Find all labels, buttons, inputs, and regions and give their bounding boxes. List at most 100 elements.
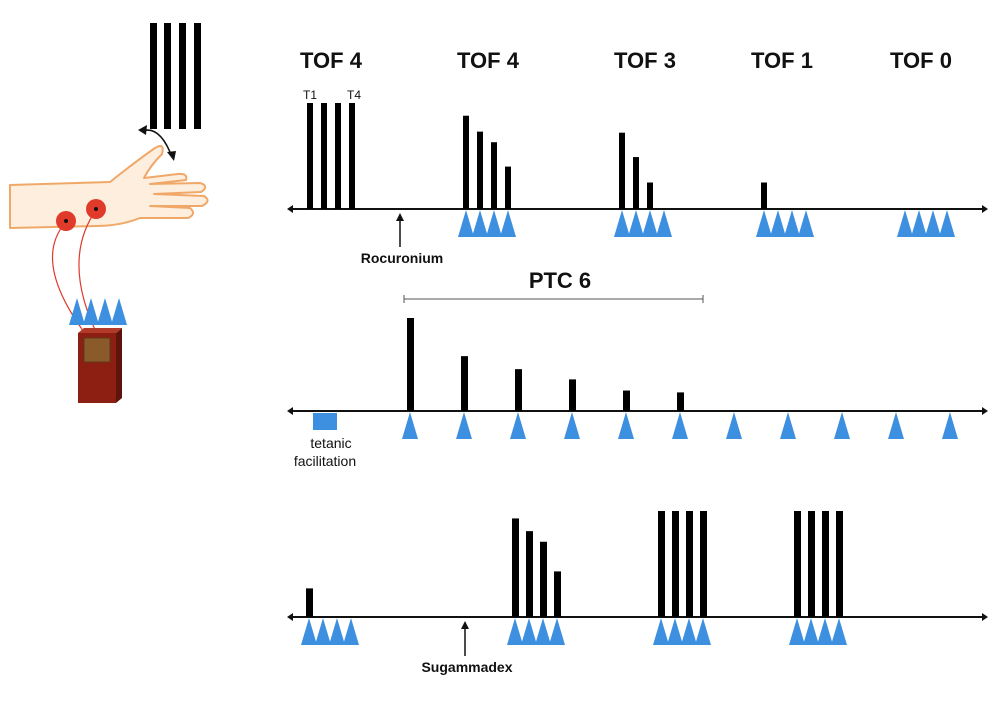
row-3-twitch-bars bbox=[306, 511, 843, 617]
row-2-twitch-bar-4 bbox=[569, 379, 576, 411]
row-3-group-1-stimulus-3 bbox=[329, 618, 345, 645]
row-3-stimuli bbox=[301, 618, 847, 645]
row-3-group-1-twitch-bar-1 bbox=[306, 588, 313, 617]
rocuronium-label: Rocuronium bbox=[361, 250, 443, 266]
row-2-stimulus-9 bbox=[834, 412, 850, 439]
row-3-group-4-twitch-bar-3 bbox=[822, 511, 829, 617]
tetanic-stimulus-block bbox=[313, 413, 337, 430]
row-2-stimulus-7 bbox=[726, 412, 742, 439]
sugammadex-label: Sugammadex bbox=[421, 659, 512, 675]
row-1-group-1-twitch-bar-4 bbox=[349, 103, 355, 209]
row-3-group-4-stimulus-4 bbox=[831, 618, 847, 645]
ptc-bracket bbox=[403, 295, 704, 303]
tof-label-2: TOF 4 bbox=[457, 48, 520, 73]
row-3-reversal: Sugammadex bbox=[287, 511, 988, 675]
row-1-train-of-four: TOF 4 TOF 4 TOF 3 TOF 1 TOF 0 T1 T4 Rocu… bbox=[287, 48, 988, 266]
nerve-stimulator-icon bbox=[78, 328, 122, 403]
row-2-twitch-bar-3 bbox=[515, 369, 522, 411]
row-3-group-3-twitch-bar-1 bbox=[658, 511, 665, 617]
row-3-group-4-stimulus-3 bbox=[817, 618, 833, 645]
row-2-post-tetanic-count: PTC 6 tetanic facilitation bbox=[287, 268, 988, 469]
row-3-group-2-twitch-bar-3 bbox=[540, 541, 547, 617]
row-1-group-1-twitch-bar-2 bbox=[321, 103, 327, 209]
row-1-group-2-stimulus-3 bbox=[486, 210, 502, 237]
row-1-group-2-twitch-bar-3 bbox=[491, 142, 497, 209]
row-3-group-2-twitch-bar-4 bbox=[554, 571, 561, 617]
row-1-group-2-twitch-bar-1 bbox=[463, 115, 469, 209]
row-1-group-4-twitch-bar-1 bbox=[761, 182, 767, 209]
tof-label-3: TOF 3 bbox=[614, 48, 676, 73]
row-1-group-2-stimulus-4 bbox=[500, 210, 516, 237]
row-1-group-5-stimulus-3 bbox=[925, 210, 941, 237]
row-3-group-4-stimulus-1 bbox=[789, 618, 805, 645]
device-stimulus-icon bbox=[69, 298, 127, 325]
row-3-group-4-twitch-bar-2 bbox=[808, 511, 815, 617]
row-3-group-3-stimulus-2 bbox=[667, 618, 683, 645]
t4-label: T4 bbox=[347, 88, 361, 102]
row-2-twitch-bar-1 bbox=[407, 318, 414, 411]
row-1-stimuli bbox=[458, 210, 955, 237]
row-3-group-2-stimulus-2 bbox=[521, 618, 537, 645]
row-3-group-3-twitch-bar-4 bbox=[700, 511, 707, 617]
row-3-group-3-stimulus-3 bbox=[681, 618, 697, 645]
twitch-bars-icon bbox=[150, 23, 201, 129]
row-2-stimulus-8 bbox=[780, 412, 796, 439]
row-2-twitch-bars bbox=[407, 318, 684, 411]
row-3-group-3-stimulus-4 bbox=[695, 618, 711, 645]
row-2-stimulus-2 bbox=[456, 412, 472, 439]
row-3-group-4-stimulus-2 bbox=[803, 618, 819, 645]
row-1-group-4-stimulus-4 bbox=[798, 210, 814, 237]
row-2-stimulus-11 bbox=[942, 412, 958, 439]
row-1-group-3-twitch-bar-2 bbox=[633, 157, 639, 209]
row-1-group-3-stimulus-4 bbox=[656, 210, 672, 237]
row-1-group-1-twitch-bar-3 bbox=[335, 103, 341, 209]
thumb-movement-arrow-icon bbox=[138, 125, 176, 161]
tof-label-4: TOF 1 bbox=[751, 48, 813, 73]
row-3-group-2-stimulus-3 bbox=[535, 618, 551, 645]
hand-icon bbox=[9, 145, 209, 229]
row-3-group-4-twitch-bar-1 bbox=[794, 511, 801, 617]
tof-label-5: TOF 0 bbox=[890, 48, 952, 73]
row-1-group-3-twitch-bar-3 bbox=[647, 182, 653, 209]
row-1-group-3-stimulus-1 bbox=[614, 210, 630, 237]
row-2-stimulus-3 bbox=[510, 412, 526, 439]
row-2-stimulus-1 bbox=[402, 412, 418, 439]
row-2-stimulus-6 bbox=[672, 412, 688, 439]
row-1-group-4-stimulus-1 bbox=[756, 210, 772, 237]
tetanic-label-line-1: tetanic bbox=[310, 435, 351, 451]
row-3-group-2-twitch-bar-2 bbox=[526, 531, 533, 617]
row-3-group-2-stimulus-4 bbox=[549, 618, 565, 645]
row-2-twitch-bar-5 bbox=[623, 390, 630, 411]
row-3-group-1-stimulus-2 bbox=[315, 618, 331, 645]
row-2-stimulus-4 bbox=[564, 412, 580, 439]
row-1-group-3-twitch-bar-1 bbox=[619, 132, 625, 209]
row-3-group-3-stimulus-1 bbox=[653, 618, 669, 645]
row-3-group-2-stimulus-1 bbox=[507, 618, 523, 645]
row-3-group-2-twitch-bar-1 bbox=[512, 518, 519, 617]
row-1-group-2-twitch-bar-4 bbox=[505, 166, 511, 209]
row-1-group-2-twitch-bar-2 bbox=[477, 131, 483, 209]
row-1-group-5-stimulus-2 bbox=[911, 210, 927, 237]
row-1-twitch-bars bbox=[307, 103, 767, 209]
row-2-stimulus-10 bbox=[888, 412, 904, 439]
row-1-group-5-stimulus-4 bbox=[939, 210, 955, 237]
ptc-label: PTC 6 bbox=[529, 268, 591, 293]
row-1-group-2-stimulus-1 bbox=[458, 210, 474, 237]
row-2-stimuli bbox=[402, 412, 958, 439]
row-1-group-2-stimulus-2 bbox=[472, 210, 488, 237]
electrode-icon bbox=[56, 199, 106, 231]
row-3-group-3-twitch-bar-2 bbox=[672, 511, 679, 617]
row-1-group-3-stimulus-3 bbox=[642, 210, 658, 237]
row-2-twitch-bar-2 bbox=[461, 356, 468, 411]
sugammadex-arrow-icon bbox=[461, 621, 469, 656]
row-1-group-1-twitch-bar-1 bbox=[307, 103, 313, 209]
rocuronium-arrow-icon bbox=[396, 213, 404, 247]
row-3-group-1-stimulus-1 bbox=[301, 618, 317, 645]
row-2-twitch-bar-6 bbox=[677, 392, 684, 411]
row-1-group-3-stimulus-2 bbox=[628, 210, 644, 237]
row-1-group-5-stimulus-1 bbox=[897, 210, 913, 237]
row-1-group-4-stimulus-3 bbox=[784, 210, 800, 237]
t1-label: T1 bbox=[303, 88, 317, 102]
row-2-stimulus-5 bbox=[618, 412, 634, 439]
